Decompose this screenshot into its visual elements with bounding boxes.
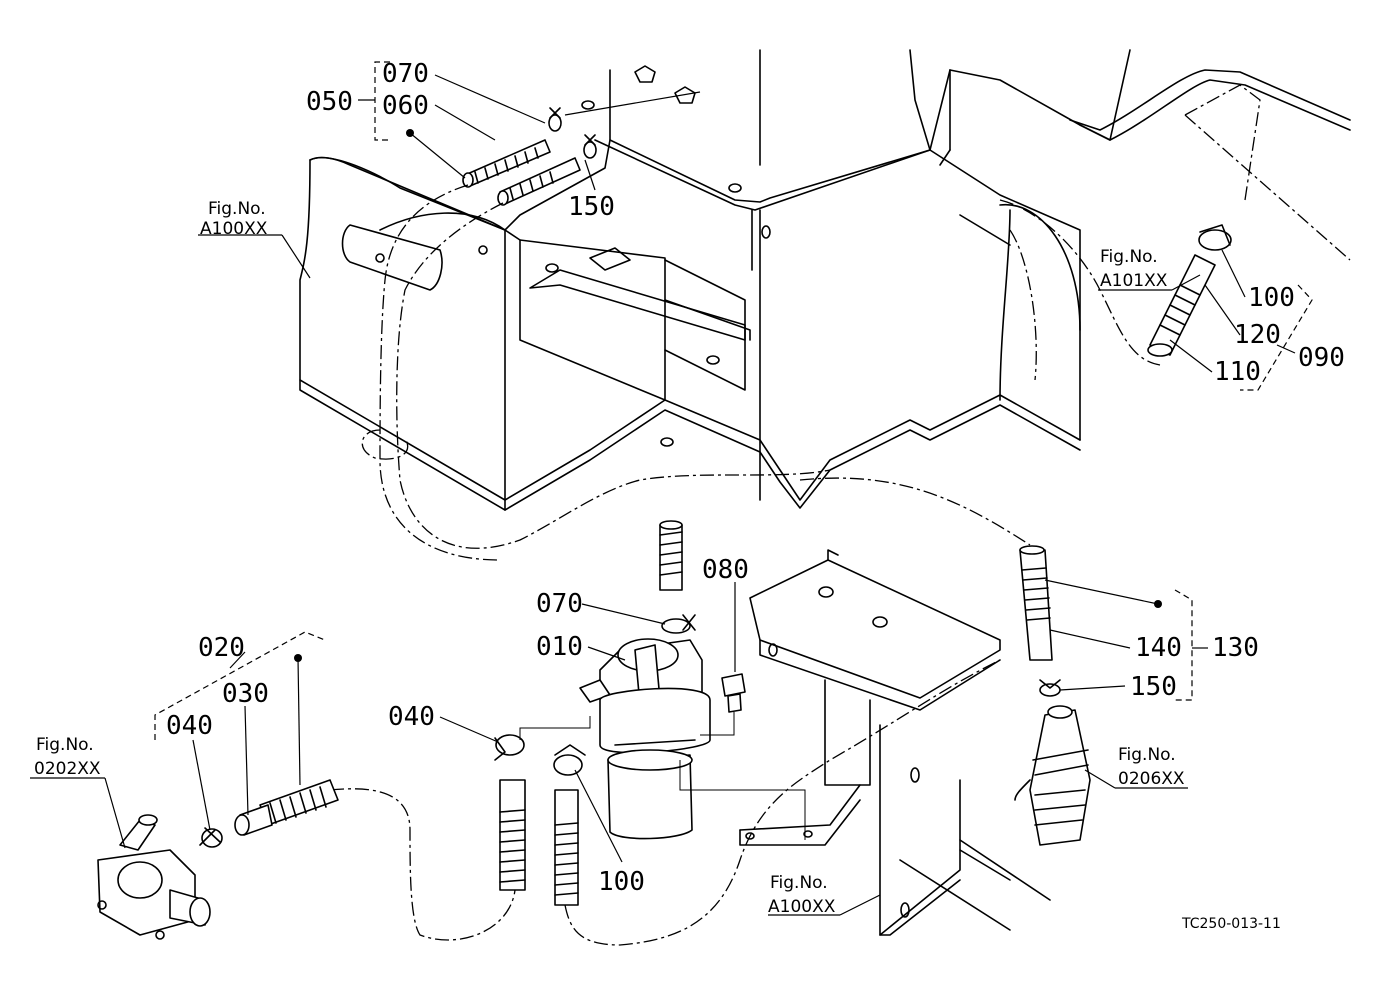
callout-labels: 050 070 060 150 100 120 110 090 080 070 … [166,59,1345,897]
callout-040-left: 040 [166,711,213,741]
figure-references: Fig.No. A100XX Fig.No. A101XX Fig.No. 02… [34,199,1185,917]
fig-ref-a100xx-bottom-line1: Fig.No. [770,873,828,893]
callout-110: 110 [1214,357,1261,387]
callout-070-mid: 070 [536,589,583,619]
callout-090: 090 [1298,343,1345,373]
callout-100-right: 100 [1248,283,1295,313]
callout-010: 010 [536,632,583,662]
callout-040-mid: 040 [388,702,435,732]
fig-ref-0202xx-line1: Fig.No. [36,735,94,755]
lower-hose-assembly [97,477,1031,946]
callout-130: 130 [1212,633,1259,663]
fig-ref-a101xx-line1: Fig.No. [1100,247,1158,267]
fig-ref-a101xx-line2: A101XX [1100,271,1168,291]
leaders [30,61,1313,916]
callout-080: 080 [702,555,749,585]
callout-150-right: 150 [1130,672,1177,702]
fig-ref-0206xx-line1: Fig.No. [1118,745,1176,765]
callout-100-bottom: 100 [598,867,645,897]
callout-030: 030 [222,679,269,709]
callout-120: 120 [1234,320,1281,350]
callout-020: 020 [198,633,245,663]
drawing-code: TC250-013-11 [1181,916,1281,932]
callout-140: 140 [1135,633,1182,663]
fig-ref-a100xx-top-line1: Fig.No. [208,199,266,219]
fuel-tank-frame [299,49,1351,511]
callout-070-top: 070 [382,59,429,89]
fuel-filter-assembly [579,520,806,840]
callout-150-top: 150 [568,192,615,222]
fig-ref-a100xx-bottom-line2: A100XX [768,897,836,917]
fig-ref-a100xx-top-line2: A100XX [200,219,268,239]
right-hose-assembly [1014,224,1232,846]
fig-ref-0202xx-line2: 0202XX [34,759,101,779]
callout-060: 060 [382,91,429,121]
mounting-bracket [739,549,1051,936]
callout-050: 050 [306,87,353,117]
fig-ref-0206xx-line2: 0206XX [1118,769,1185,789]
